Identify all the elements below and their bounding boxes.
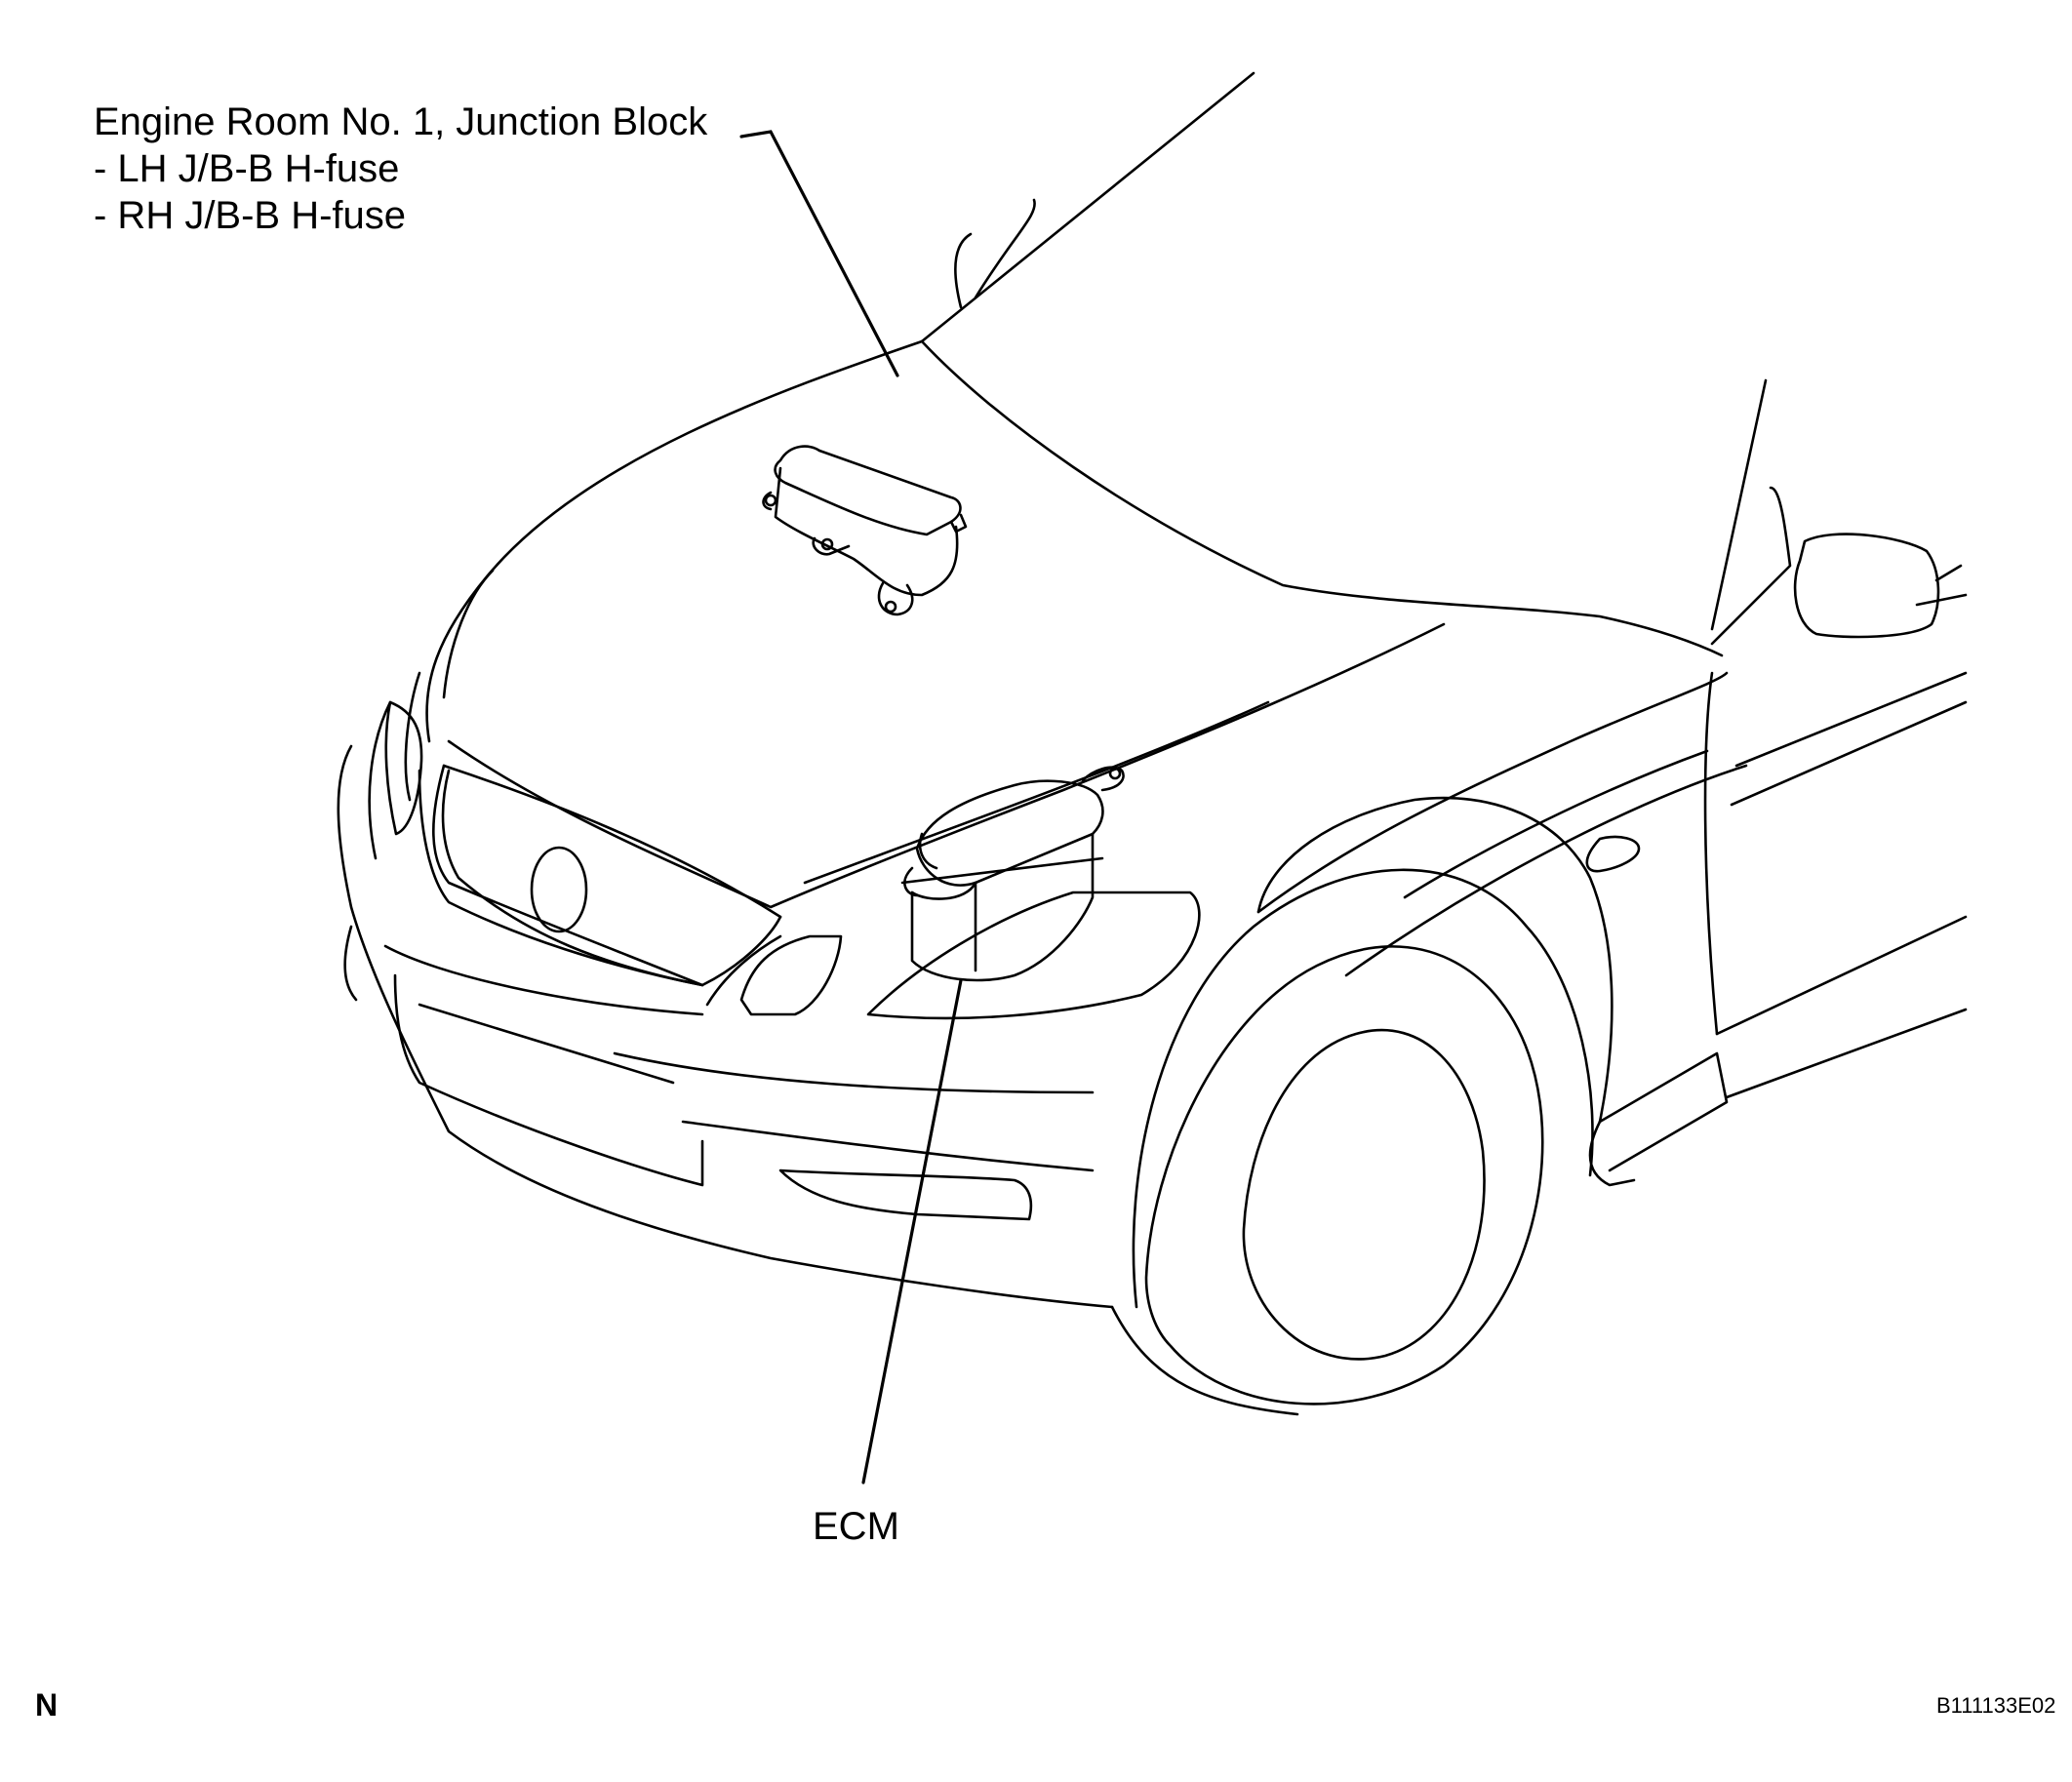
junction-block-callout-item-rh: - RH J/B-B H-fuse <box>94 194 407 237</box>
leader-lines <box>739 130 963 1485</box>
junction-block-callout-title: Engine Room No. 1, Junction Block <box>94 100 708 143</box>
fender-outline <box>1132 671 1748 1309</box>
junction-block-illustration <box>762 445 968 616</box>
front-bumper-outline <box>337 671 1114 1309</box>
figure-id: B111133E02 <box>1936 1693 2056 1718</box>
headlamp-outline <box>705 891 1201 1020</box>
hood-outline <box>425 339 1724 909</box>
windshield-outline <box>920 71 1768 631</box>
junction-block-callout-item-lh: - LH J/B-B H-fuse <box>94 147 400 190</box>
ecm-leader <box>861 978 963 1485</box>
grille-outline <box>432 764 782 987</box>
corner-mark: N <box>35 1687 59 1723</box>
junction-block-leader <box>739 130 899 377</box>
door-outline <box>1588 486 1968 1187</box>
mirror-outline <box>1793 533 1963 639</box>
emblem-icon <box>530 846 588 933</box>
wheel-outline <box>1110 945 1544 1416</box>
ecm-callout: ECM <box>813 1505 899 1548</box>
fog-lamp-outline <box>384 700 423 836</box>
ecm-illustration <box>900 766 1125 982</box>
